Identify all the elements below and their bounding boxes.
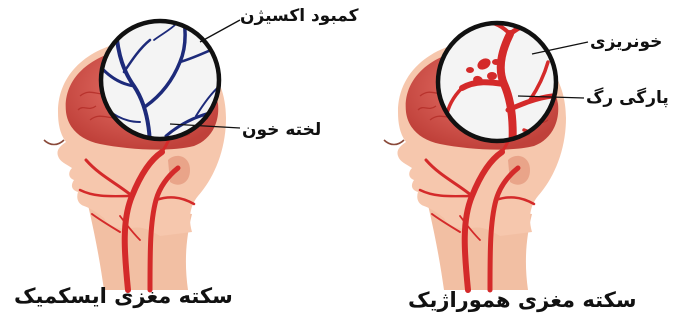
eye-right — [384, 140, 404, 145]
callout-blood-clot: لخته خون — [242, 122, 321, 139]
callout-oxygen-deficiency: کمبود اکسیژن — [240, 8, 359, 25]
eye-left — [44, 140, 64, 145]
callout-line-oxygen — [200, 20, 240, 42]
caption-ischemic-stroke: سکته مغزی ایسکمیک — [14, 286, 233, 307]
callout-bleeding: خونریزی — [590, 34, 662, 51]
hemorrhagic-head — [384, 22, 588, 290]
caption-hemorrhagic-stroke: سکته مغزی هموراژیک — [408, 290, 637, 311]
ischemic-head — [44, 20, 240, 290]
callout-vessel-rupture: پارگی رگ — [586, 90, 669, 107]
